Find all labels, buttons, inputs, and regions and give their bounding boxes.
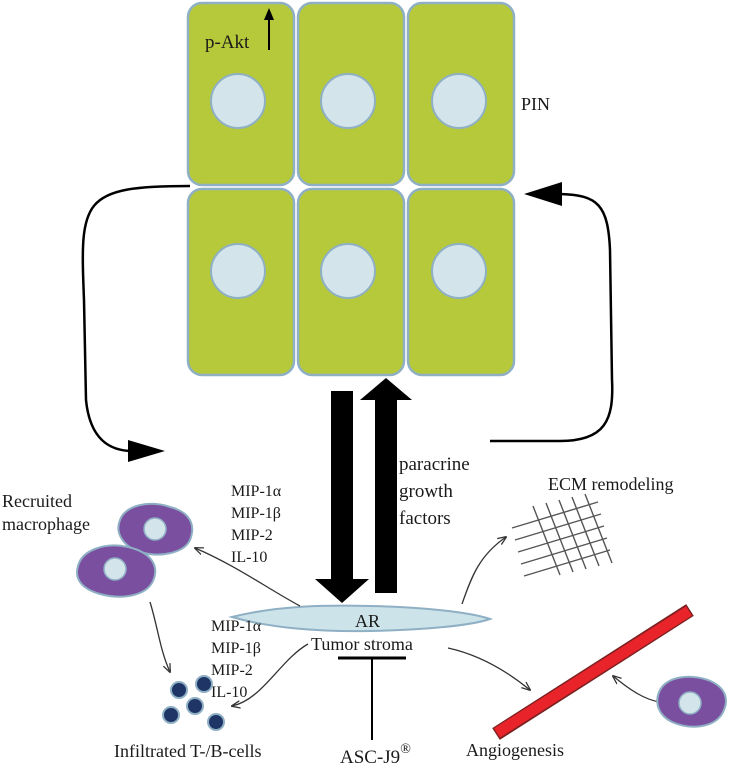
cytokine-item: IL-10 <box>211 684 247 701</box>
tumor-stroma-cell <box>228 604 494 633</box>
angiogenesis-label: Angiogenesis <box>466 740 564 760</box>
asc-j9-label: ASC-J9® <box>340 742 411 768</box>
p-akt-label: p-Akt <box>205 32 250 53</box>
ecm-mesh-icon <box>511 493 613 577</box>
registered-mark: ® <box>400 742 411 757</box>
t-cell <box>186 697 204 715</box>
cytokine-item: MIP-2 <box>231 527 273 544</box>
macrophage-icon <box>117 502 194 556</box>
arrow-stroma-to-macrophage <box>195 548 301 607</box>
down-arrow-icon <box>315 391 369 603</box>
cytokine-item: MIP-1β <box>231 505 281 522</box>
arrow-macrophage-to-tcells <box>149 601 170 672</box>
cytokine-item: MIP-1α <box>211 618 262 635</box>
pin-label: PIN <box>521 94 550 114</box>
recruited-line: Recruited <box>2 491 72 511</box>
cytokine-item: MIP-1α <box>231 483 282 500</box>
asc-j9-text: ASC-J9 <box>340 747 400 768</box>
cytokine-item: MIP-2 <box>211 662 253 679</box>
inhibition-bar-icon <box>338 656 406 740</box>
t-cell <box>207 713 225 731</box>
blood-vessel-icon <box>492 604 694 740</box>
growth-line: growth <box>399 481 453 502</box>
cell-nucleus <box>431 73 487 129</box>
cell-nucleus <box>210 73 266 129</box>
t-cell <box>170 681 188 699</box>
ecm-remodeling-label: ECM remodeling <box>548 474 673 494</box>
cytokine-list-top: MIP-1α MIP-1β MIP-2 IL-10 <box>231 483 285 566</box>
cytokine-item: MIP-1β <box>211 640 261 657</box>
cell-nucleus <box>320 73 376 129</box>
cell-nucleus <box>210 243 266 299</box>
t-cell <box>162 706 180 724</box>
infiltrated-cells-label: Infiltrated T-/B-cells <box>114 741 261 761</box>
arrow-stroma-to-tcells <box>232 643 309 706</box>
paracrine-line: paracrine <box>399 454 470 475</box>
macrophage-icon <box>656 675 727 728</box>
cell-nucleus <box>431 243 487 299</box>
left-loop-arrow-icon <box>81 184 191 462</box>
epithelial-cells <box>186 1 516 377</box>
paracrine-label: paracrine growth factors <box>399 454 474 529</box>
right-loop-arrow-icon <box>490 182 614 443</box>
t-cell <box>195 675 213 693</box>
ar-label: AR <box>355 611 380 631</box>
cytokine-list-bottom: MIP-1α MIP-1β MIP-2 IL-10 <box>211 618 265 701</box>
factors-line: factors <box>399 508 451 529</box>
cytokine-item: IL-10 <box>231 549 267 566</box>
macrophage-icon <box>76 544 157 598</box>
recruited-macrophage-label: Recruited macrophage <box>2 491 90 534</box>
arrow-stroma-to-ecm <box>461 537 506 605</box>
p-akt-up-arrow-icon <box>264 8 274 50</box>
arrow-macrophage-to-vessel <box>613 676 661 703</box>
up-arrow-icon <box>360 378 412 593</box>
macrophage-line: macrophage <box>2 514 90 534</box>
arrow-stroma-to-vessel <box>447 647 530 690</box>
tumor-stroma-label: Tumor stroma <box>311 634 413 654</box>
t-b-cells-icon <box>162 675 225 731</box>
cell-nucleus <box>320 243 376 299</box>
